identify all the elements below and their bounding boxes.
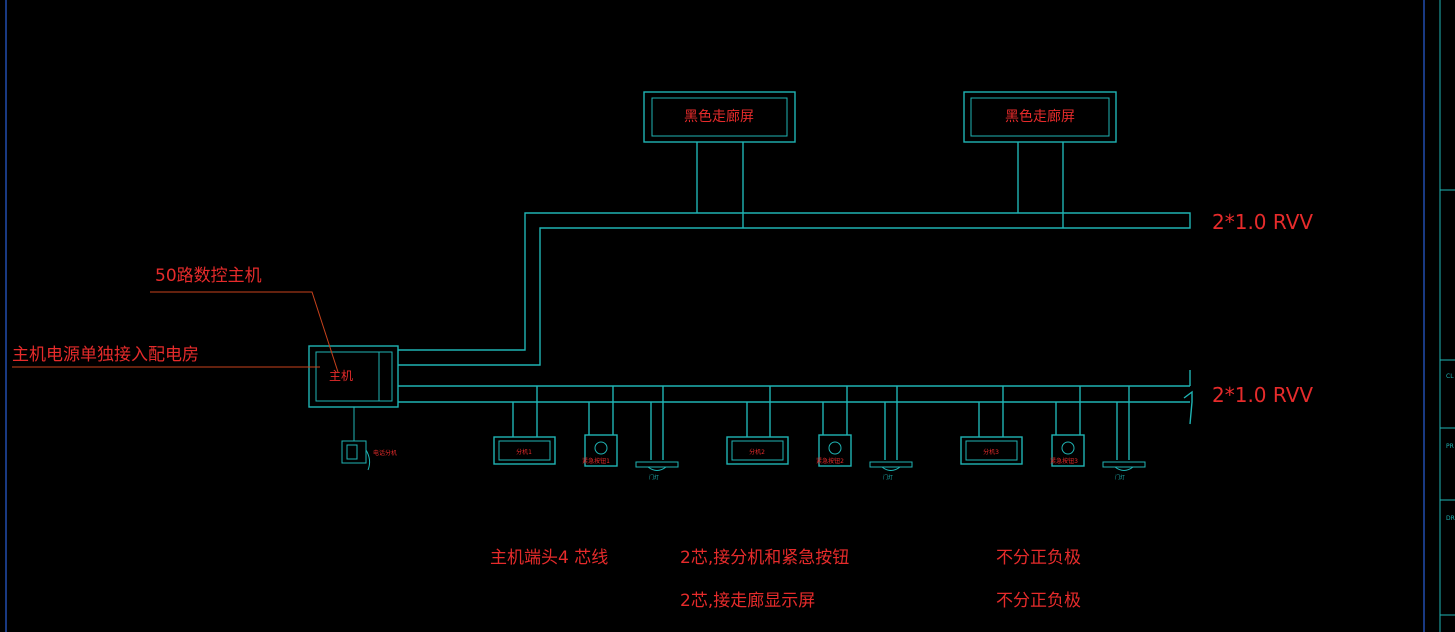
phone-label: 电话分机 [373,449,397,457]
svg-text:门灯: 门灯 [883,474,893,481]
door-light-icon [869,461,913,471]
host-callout-leader [150,291,339,373]
svg-text:紧急按钮1: 紧急按钮1 [582,457,610,465]
note-polarity-1: 不分正负极 [996,548,1081,568]
emergency-button-icon [818,434,852,467]
power-note: 主机电源单独接入配电房 [12,345,199,365]
top-display-2: 黑色走廊屏 [963,91,1117,143]
emergency-button-icon [584,434,618,467]
top-display-1: 黑色走廊屏 [643,91,796,143]
side-panel-label: DR [1446,515,1455,522]
svg-text:分机2: 分机2 [749,448,765,456]
upper-bus [398,212,1191,366]
svg-text:紧急按钮3: 紧急按钮3 [1050,457,1078,465]
side-panel-label: CL [1446,373,1454,380]
svg-text:紧急按钮2: 紧急按钮2 [816,457,844,465]
host-label: 主机 [329,369,353,383]
extension-display [726,436,789,465]
lower-bus-label: 2*1.0 RVV [1212,383,1313,407]
door-light-icon [1102,461,1146,471]
top-display-label: 黑色走廊屏 [684,108,754,125]
extension-display [960,436,1023,465]
top-display-label: 黑色走廊屏 [1005,108,1075,125]
device-group-1: 分机1 紧急按钮1 门灯 [493,386,679,481]
note-line-2: 2芯,接走廊显示屏 [680,591,815,611]
door-light-icon [635,461,679,471]
lower-bus [398,370,1193,425]
note-polarity-2: 不分正负极 [996,591,1081,611]
svg-text:门灯: 门灯 [1115,474,1125,481]
side-panel-label: PR [1446,443,1454,450]
emergency-button-icon [1051,434,1085,467]
device-group-2: 分机2 紧急按钮2 门灯 [726,386,913,481]
host-unit: 主机 [308,345,399,408]
upper-bus-label: 2*1.0 RVV [1212,210,1313,234]
svg-text:分机3: 分机3 [983,448,999,456]
device-group-3: 分机3 紧急按钮3 门灯 [960,386,1146,481]
host-callout: 50路数控主机 [155,266,262,286]
note-line-1: 2芯,接分机和紧急按钮 [680,548,849,568]
extension-display [493,436,556,465]
phone-icon [341,440,371,471]
svg-text:门灯: 门灯 [649,474,659,481]
note-host-end: 主机端头4 芯线 [490,548,608,568]
svg-text:分机1: 分机1 [516,448,532,456]
